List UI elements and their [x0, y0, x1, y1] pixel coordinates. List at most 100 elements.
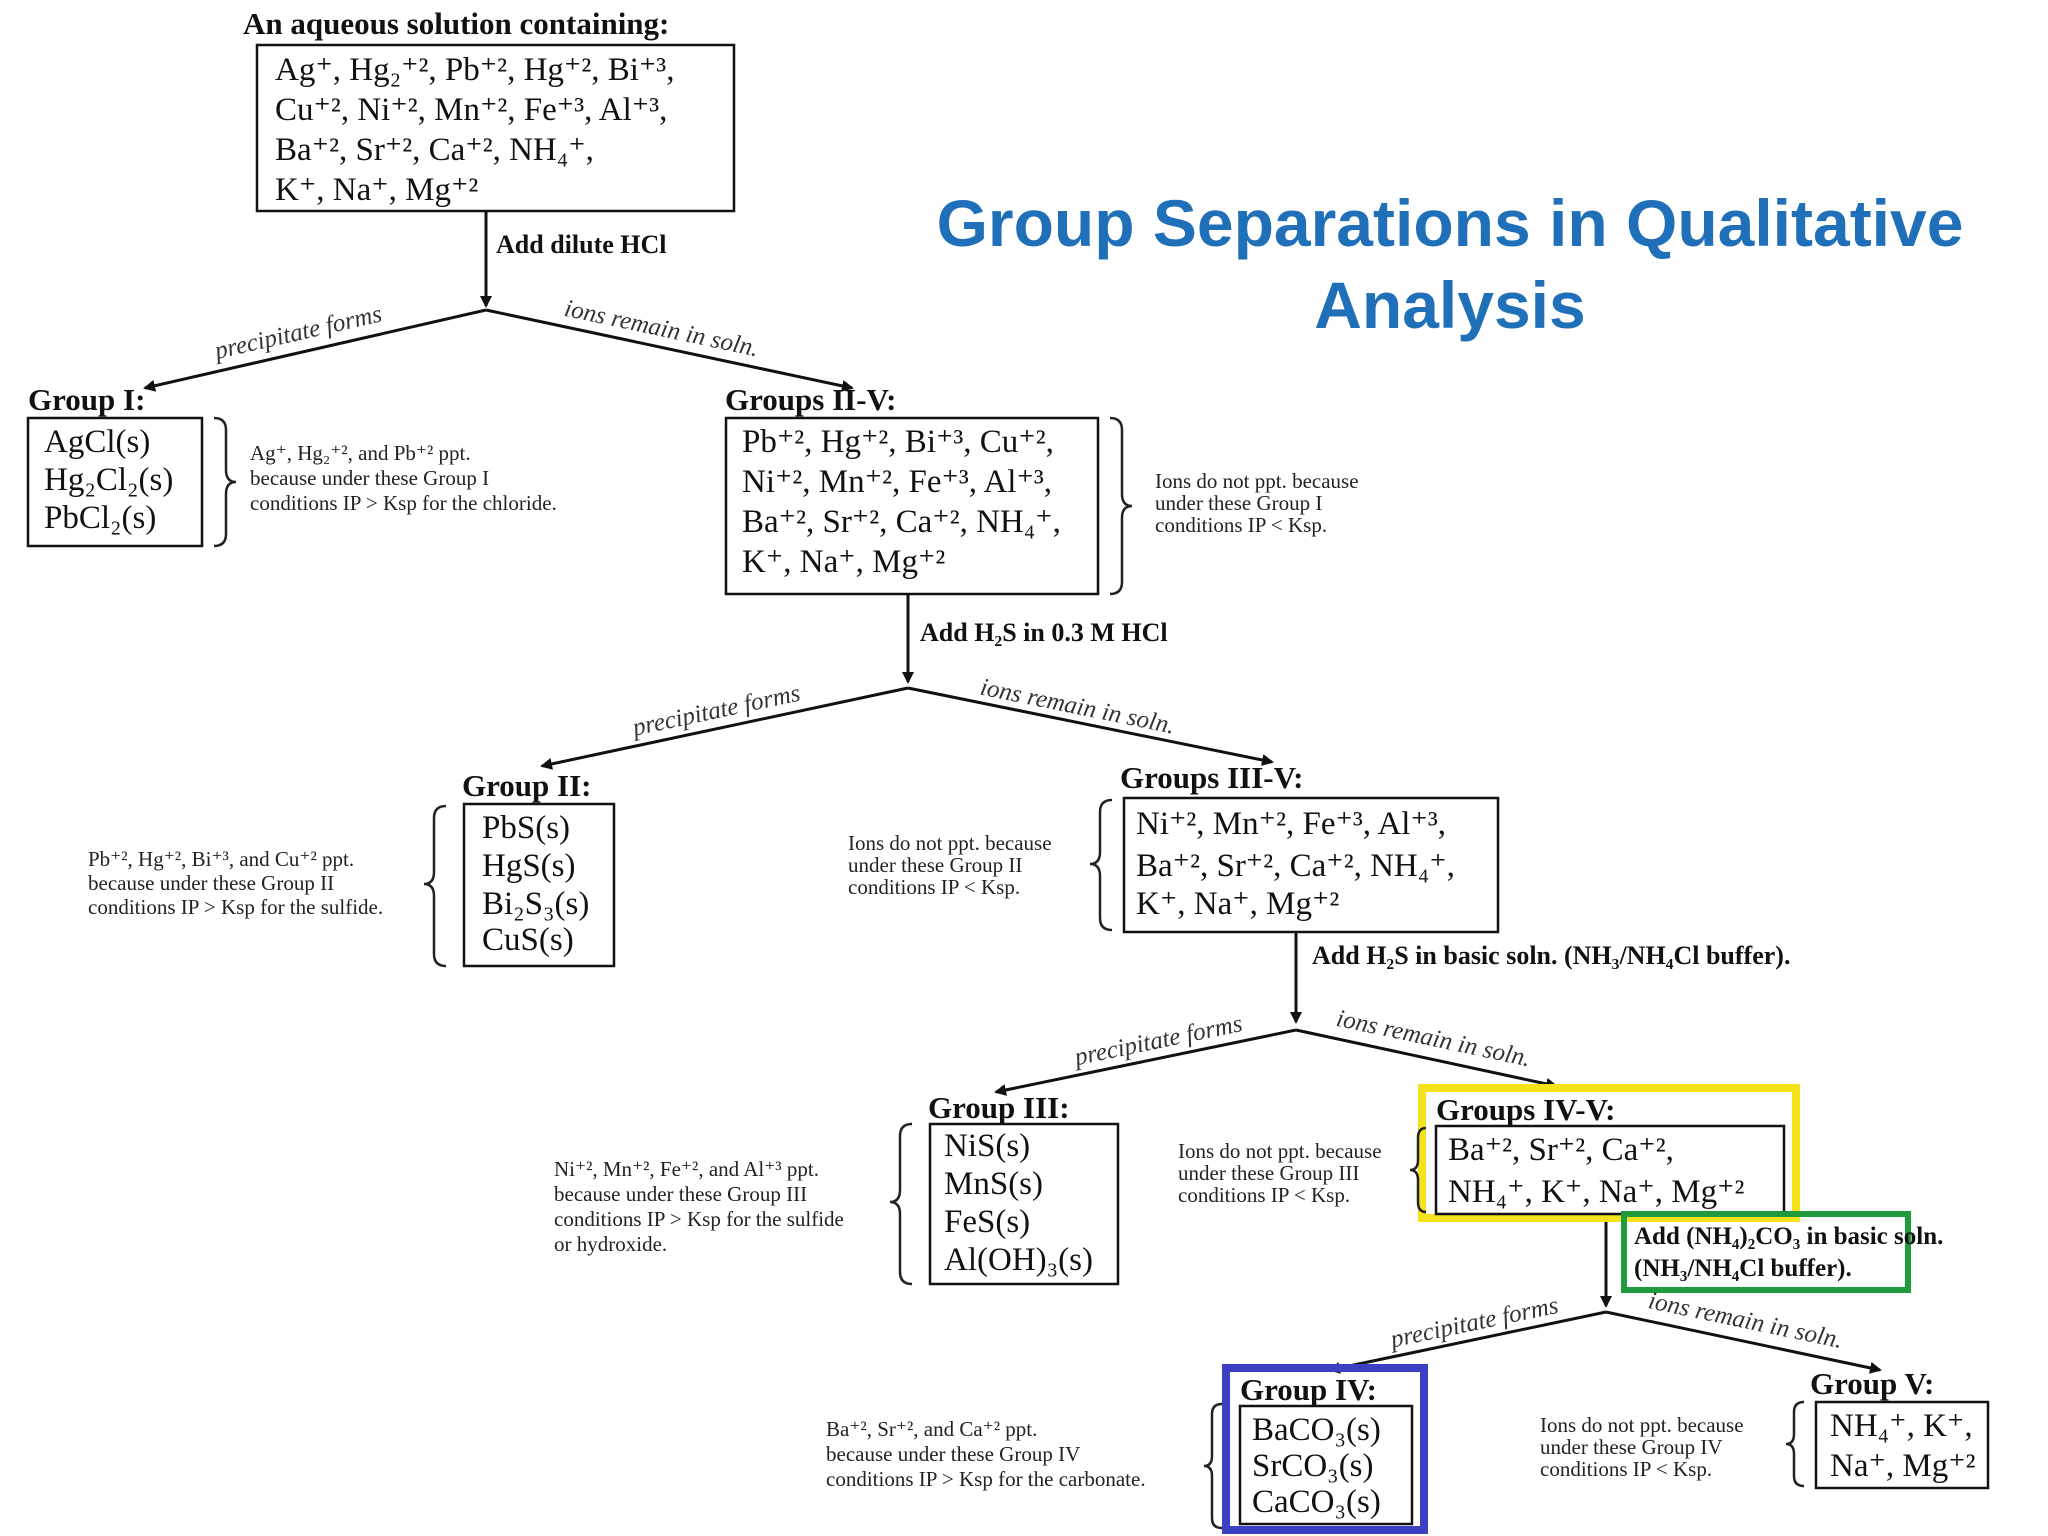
- groups3to5-note-3: conditions IP < Ksp.: [848, 875, 1020, 899]
- groups4to5-highlight: [1418, 1084, 1800, 1222]
- arrow-to-group4: [1328, 1310, 1607, 1374]
- branch-label-precipitate-1: precipitate forms: [210, 300, 384, 365]
- group3-note-1: Ni⁺², Mn⁺², Fe⁺², and Al⁺³ ppt.: [554, 1157, 819, 1181]
- start-line-3: Ba⁺², Sr⁺², Ca⁺², NH₄⁺,: [275, 132, 594, 168]
- groups2to5-brace: [1109, 416, 1133, 596]
- groups4to5-brace: [1409, 1126, 1427, 1214]
- group1-item-2: Hg₂Cl₂(s): [44, 462, 173, 498]
- group3-item-3: FeS(s): [944, 1204, 1030, 1240]
- group3-note-2: because under these Group III: [554, 1182, 807, 1206]
- groups4to5-note-2: under these Group III: [1178, 1161, 1359, 1185]
- reagent-carbonate-highlight: [1621, 1211, 1911, 1293]
- groups4to5-note-3: conditions IP < Ksp.: [1178, 1183, 1350, 1207]
- groups4to5-note-1: Ions do not ppt. because: [1178, 1139, 1382, 1163]
- group4-brace: [1203, 1402, 1223, 1530]
- group3-item-4: Al(OH)₃(s): [944, 1242, 1093, 1278]
- branch-label-remain-4: ions remain in soln.: [1646, 1287, 1845, 1354]
- arrow-to-groups4to5: [1295, 1028, 1558, 1090]
- branch-label-remain-1: ions remain in soln.: [562, 295, 761, 363]
- arrow-to-group1: [143, 308, 487, 392]
- group2-item-3: Bi₂S₃(s): [482, 886, 589, 922]
- reagent-carbonate-line1: Add (NH₄)₂CO₃ in basic soln.: [1634, 1223, 1943, 1250]
- groups3to5-line-1: Ni⁺², Mn⁺², Fe⁺³, Al⁺³,: [1136, 806, 1446, 842]
- group3-item-1: NiS(s): [944, 1128, 1030, 1164]
- group3-note-4: or hydroxide.: [554, 1232, 667, 1256]
- groups4to5-box: [1434, 1124, 1786, 1216]
- group4-highlight: [1222, 1364, 1428, 1534]
- group5-note-2: under these Group IV: [1540, 1435, 1723, 1459]
- groups4to5-line-2: NH₄⁺, K⁺, Na⁺, Mg⁺²: [1448, 1174, 1744, 1210]
- groups2to5-line-2: Ni⁺², Mn⁺², Fe⁺³, Al⁺³,: [742, 464, 1052, 500]
- group2-box: [462, 802, 616, 968]
- reagent-h2s-acid: Add H₂S in 0.3 M HCl: [920, 618, 1168, 647]
- group2-item-4: CuS(s): [482, 922, 574, 958]
- groups2to5-note-1: Ions do not ppt. because: [1155, 469, 1359, 493]
- groups2to5-note-2: under these Group I: [1155, 491, 1322, 515]
- arrow-to-group2: [540, 686, 909, 770]
- group5-line-2: Na⁺, Mg⁺²: [1830, 1448, 1976, 1484]
- arrow-to-group5: [1605, 1310, 1882, 1374]
- group5-brace: [1785, 1400, 1805, 1488]
- reagent-hcl: Add dilute HCl: [496, 230, 667, 259]
- group4-box: [1238, 1404, 1414, 1526]
- group2-note-3: conditions IP > Ksp for the sulfide.: [88, 895, 383, 919]
- group2-header: Group II:: [462, 768, 592, 803]
- group1-box: [26, 416, 204, 548]
- diagram-title-line1: Group Separations in Qualitative: [937, 186, 1964, 260]
- start-box: [255, 43, 736, 213]
- group4-item-1: BaCO₃(s): [1252, 1412, 1381, 1448]
- groups2to5-line-3: Ba⁺², Sr⁺², Ca⁺², NH₄⁺,: [742, 504, 1061, 540]
- group2-note-2: because under these Group II: [88, 871, 334, 895]
- branch-label-precipitate-4: precipitate forms: [1386, 1292, 1560, 1354]
- groups3to5-note-1: Ions do not ppt. because: [848, 831, 1052, 855]
- group2-item-1: PbS(s): [482, 810, 570, 846]
- group4-note-2: because under these Group IV: [826, 1442, 1080, 1466]
- group3-note-3: conditions IP > Ksp for the sulfide: [554, 1207, 844, 1231]
- group5-header: Group V:: [1810, 1366, 1934, 1401]
- start-header: An aqueous solution containing:: [243, 6, 669, 41]
- branch-label-remain-3: ions remain in soln.: [1334, 1005, 1533, 1073]
- group5-box: [1814, 1400, 1990, 1490]
- group3-item-2: MnS(s): [944, 1166, 1043, 1202]
- group1-item-3: PbCl₂(s): [44, 500, 156, 536]
- branch-label-precipitate-2: precipitate forms: [628, 680, 802, 742]
- group4-item-3: CaCO₃(s): [1252, 1484, 1381, 1520]
- diagram-title-line2: Analysis: [1314, 268, 1585, 342]
- start-line-4: K⁺, Na⁺, Mg⁺²: [275, 172, 478, 208]
- start-line-2: Cu⁺², Ni⁺², Mn⁺², Fe⁺³, Al⁺³,: [275, 92, 667, 128]
- groups4to5-line-1: Ba⁺², Sr⁺², Ca⁺²,: [1448, 1132, 1674, 1168]
- groups2to5-note-3: conditions IP < Ksp.: [1155, 513, 1327, 537]
- groups3to5-left-brace: [1089, 798, 1113, 932]
- group2-brace: [423, 804, 447, 968]
- groups3to5-line-3: K⁺, Na⁺, Mg⁺²: [1136, 886, 1339, 922]
- group5-line-1: NH₄⁺, K⁺,: [1830, 1408, 1973, 1444]
- arrow-to-group3: [994, 1028, 1297, 1096]
- group1-brace: [213, 416, 237, 548]
- groups2to5-box: [724, 416, 1100, 596]
- groups2to5-line-1: Pb⁺², Hg⁺², Bi⁺³, Cu⁺²,: [742, 424, 1054, 460]
- reagent-h2s-basic: Add H₂S in basic soln. (NH₃/NH₄Cl buffer…: [1312, 941, 1790, 970]
- reagent-carbonate-line2: (NH₃/NH₄Cl buffer).: [1634, 1255, 1852, 1282]
- group5-note-1: Ions do not ppt. because: [1540, 1413, 1744, 1437]
- group1-note-2: because under these Group I: [250, 466, 489, 490]
- group1-note-3: conditions IP > Ksp for the chloride.: [250, 491, 557, 515]
- groups3to5-box: [1122, 796, 1500, 934]
- group2-item-2: HgS(s): [482, 848, 576, 884]
- group4-note-3: conditions IP > Ksp for the carbonate.: [826, 1467, 1146, 1491]
- groups3to5-line-2: Ba⁺², Sr⁺², Ca⁺², NH₄⁺,: [1136, 848, 1455, 884]
- group1-header: Group I:: [28, 382, 145, 417]
- start-line-1: Ag⁺, Hg₂⁺², Pb⁺², Hg⁺², Bi⁺³,: [275, 52, 674, 88]
- group3-brace: [889, 1122, 913, 1286]
- groups3to5-note-2: under these Group II: [848, 853, 1022, 877]
- group1-note-1: Ag⁺, Hg₂⁺², and Pb⁺² ppt.: [250, 441, 471, 465]
- group4-note-1: Ba⁺², Sr⁺², and Ca⁺² ppt.: [826, 1417, 1037, 1441]
- groups2to5-header: Groups II-V:: [725, 382, 896, 417]
- branch-label-precipitate-3: precipitate forms: [1070, 1010, 1244, 1071]
- arrow-to-groups3to5: [907, 686, 1274, 766]
- group5-note-3: conditions IP < Ksp.: [1540, 1457, 1712, 1481]
- group2-note-1: Pb⁺², Hg⁺², Bi⁺³, and Cu⁺² ppt.: [88, 847, 354, 871]
- groups2to5-line-4: K⁺, Na⁺, Mg⁺²: [742, 544, 945, 580]
- group1-item-1: AgCl(s): [44, 424, 150, 460]
- arrow-to-groups2to5: [485, 308, 854, 392]
